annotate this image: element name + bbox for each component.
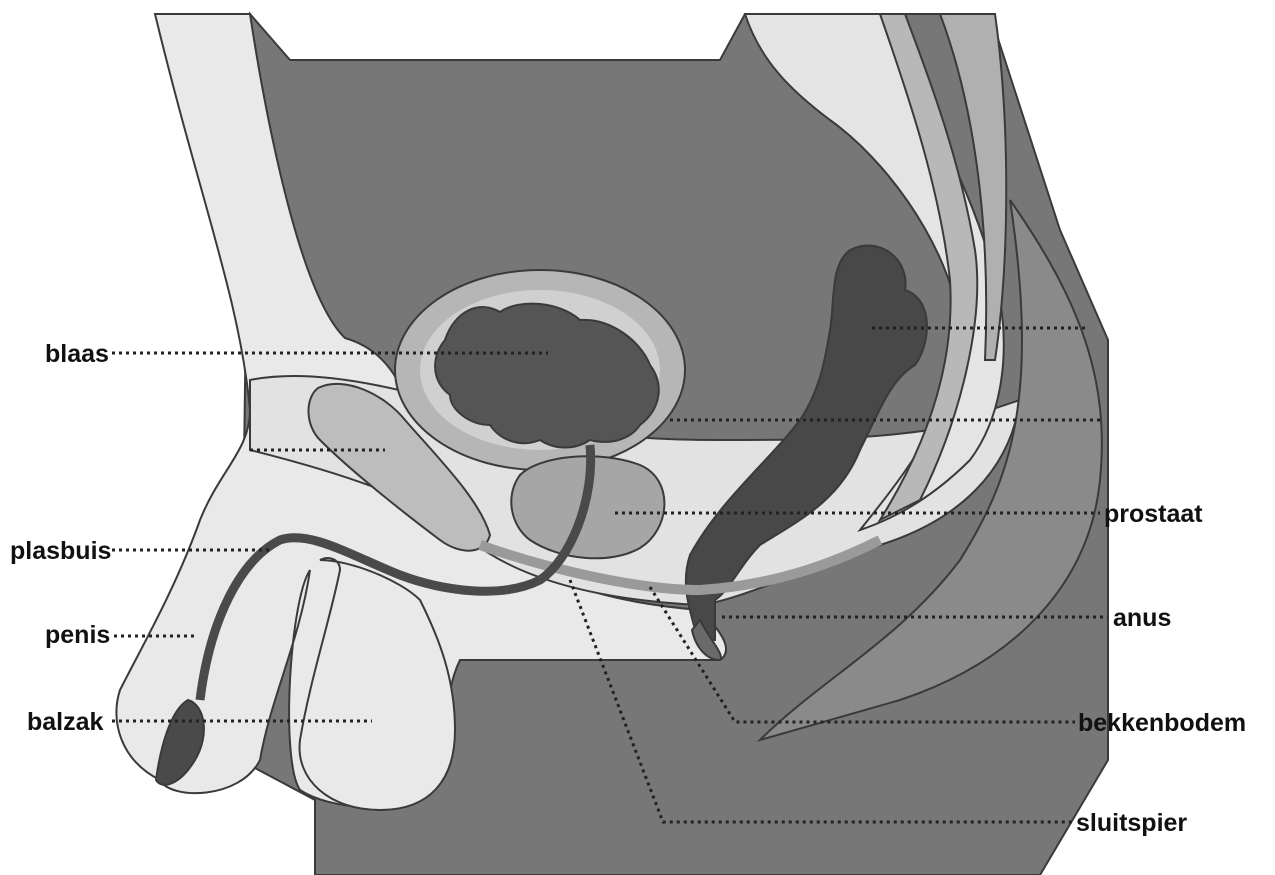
label-sluitspier: sluitspier — [1076, 809, 1187, 837]
label-anus: anus — [1113, 604, 1171, 632]
label-bekkenbodem: bekkenbodem — [1078, 709, 1246, 737]
label-penis: penis — [45, 621, 110, 649]
label-balzak: balzak — [27, 708, 104, 736]
label-prostaat: prostaat — [1104, 500, 1203, 528]
label-plasbuis: plasbuis — [10, 537, 111, 565]
label-blaas: blaas — [45, 340, 109, 368]
